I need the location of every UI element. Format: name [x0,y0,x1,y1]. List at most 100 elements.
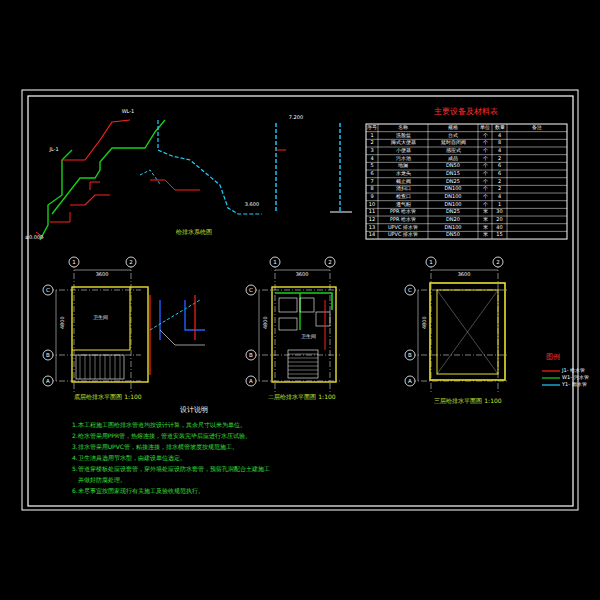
drawing-label: 2.给水管采用PPR管，热熔连接，管道安装完毕后应进行水压试验。 [72,433,251,440]
legend-sample [542,377,560,378]
table-cell: 序号 [367,125,377,131]
drawing-label: A [249,378,253,384]
drawing-label: 4800 [262,317,268,330]
table-rule [378,124,379,239]
drawing-label: 1 [429,259,433,265]
table-cell: 2 [498,179,501,185]
table-cell: 14 [369,232,375,238]
stair-tread [85,355,86,379]
drawing-label: 3600 [96,272,109,278]
legend-sample [542,384,560,385]
table-cell: 13 [369,225,375,231]
dimension-line [56,290,57,381]
axis-bubble [426,257,436,267]
table-cell: 2 [498,186,501,192]
drawing-label: 2 [328,259,332,265]
dimension-line [275,270,330,271]
stair-tread [288,366,318,367]
drawing-label: 给排水系统图 [176,229,212,236]
axis-bubble [405,350,415,360]
pipe-line [129,287,130,350]
table-cell: 9 [370,194,373,200]
pipe-line [339,123,340,212]
drawing-label: 卫生间 [93,315,108,321]
table-cell: 数量 [495,125,505,131]
table-cell: 个 [483,163,488,169]
pipe-line [194,295,195,340]
table-cell: 台式 [448,133,458,139]
table-cell: DN100 [444,202,461,208]
pipe-line [276,150,286,151]
stair-tread [105,355,106,379]
stair-tread [120,355,121,379]
table-cell: 4 [498,148,501,154]
pipe-line [158,120,262,214]
table-cell: 4 [498,133,501,139]
table-cell: 米 [483,225,488,231]
drawing-label: B [408,352,412,358]
drawing-label: 2 [129,259,133,265]
pipe-line [149,295,150,375]
table-cell: 洗脸盆 [396,133,411,139]
axis-line [74,262,75,392]
table-cell: 个 [483,202,488,208]
sheet-frame [22,90,578,510]
table-cell: 11 [369,209,375,215]
pipe-line [160,330,205,345]
drawing-label: 7.200 [289,115,303,121]
table-cell: 截止阀 [396,179,411,185]
drawing-label: 6.未尽事宜按国家现行有关施工及验收规范执行。 [72,488,204,495]
table-cell: DN50 [446,232,460,238]
axis-bubble [126,257,136,267]
stair-tread [288,354,318,355]
axis-line [251,290,340,291]
drawing-label: C [46,287,50,293]
table-cell: 备注 [532,125,542,131]
drawing-label: JL-1 [49,147,58,153]
table-cell: 1 [370,133,373,139]
drawing-label: 1 [273,259,277,265]
table-cell: 规格 [448,125,458,131]
table-cell: 米 [483,232,488,238]
table-cell: DN25 [446,179,460,185]
table-cell: 15 [496,232,502,238]
table-cell: 米 [483,217,488,223]
table-cell: 20 [496,217,502,223]
drawing-label: 图例 [546,354,560,362]
drawing-label: 3600 [458,272,471,278]
fixture [279,298,297,312]
drawing-label: A [408,378,412,384]
legend-entry: Y1- 雨水管 [562,382,587,388]
drawing-label: 卫生间 [301,334,316,340]
table-cell: 个 [483,140,488,146]
table-rule [478,124,479,239]
table-cell: 8 [370,186,373,192]
drawing-label: 1 [72,259,76,265]
stair-tread [115,355,116,379]
wall-outline [437,290,498,374]
table-cell: 污水池 [396,156,411,162]
axis-line [251,355,340,356]
table-cell: 4 [370,156,373,162]
axis-bubble [43,350,53,360]
table-cell: 个 [483,171,488,177]
axis-bubble [43,376,53,386]
dimension-line [259,290,260,381]
stair-tread [288,362,318,363]
table-cell: 5 [370,163,373,169]
table-cell: 小便器 [396,148,411,154]
table-cell: 个 [483,148,488,154]
sheet-border [28,96,573,506]
table-cell: 1 [498,202,501,208]
drawing-label: ±0.000 [25,235,44,241]
table-cell: 12 [369,217,375,223]
stair-tread [100,355,101,379]
table-cell: 透气帽 [396,202,411,208]
stair [288,350,318,378]
table-cell: 米 [483,209,488,215]
table-cell: 个 [483,194,488,200]
pipe-line [325,300,326,350]
axis-line [48,290,141,291]
drawing-label: 3.排水管采用UPVC管，粘接连接，排水横管坡度按规范施工。 [72,444,238,451]
